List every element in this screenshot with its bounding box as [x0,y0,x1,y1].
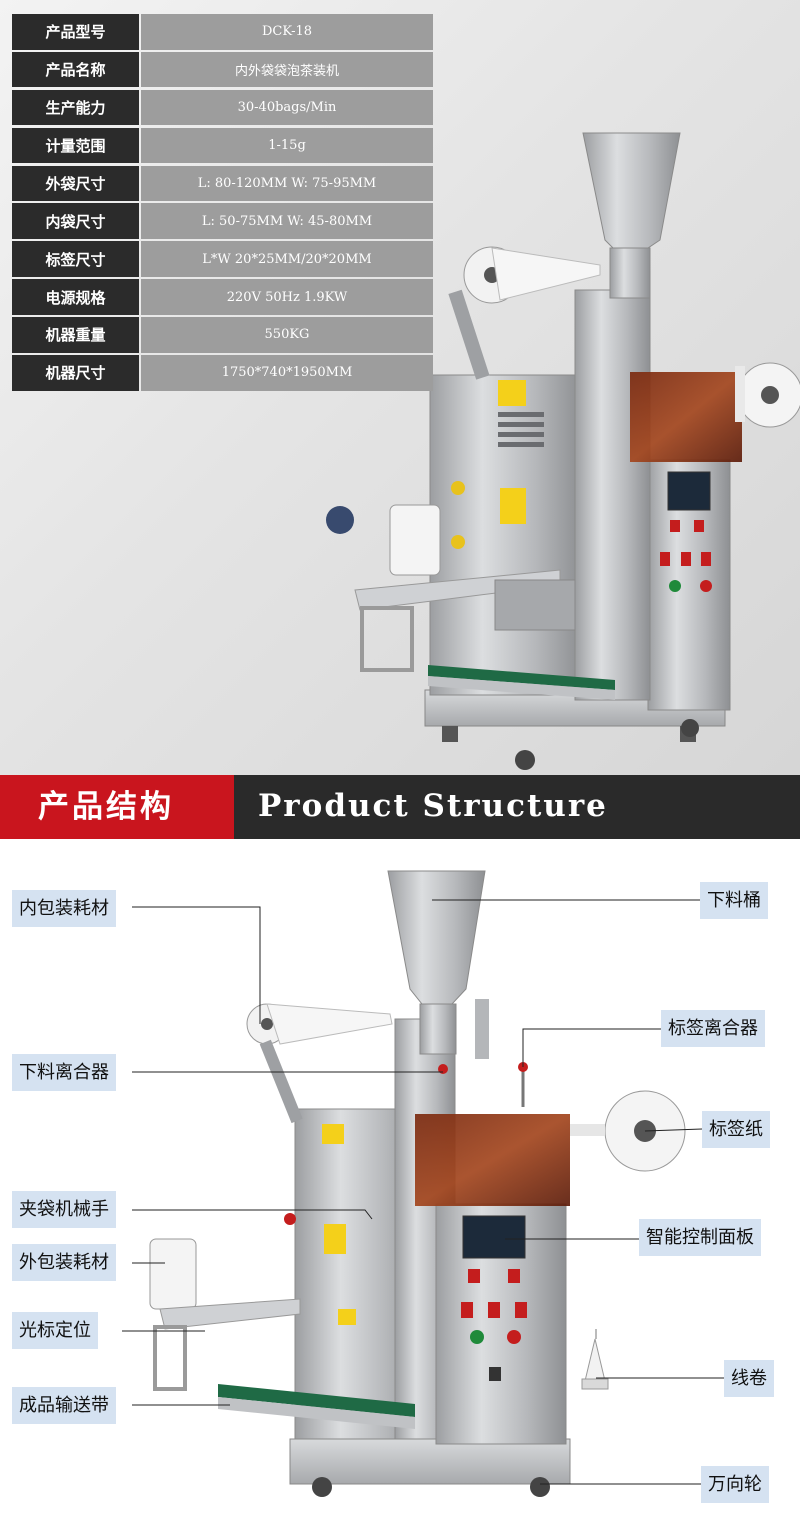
spec-label: 产品名称 [12,51,139,88]
spec-label: 外袋尺寸 [12,165,139,202]
spec-section: 产品型号 DCK-18 产品名称 内外袋袋泡茶装机 生产能力 30-40bags… [0,0,800,775]
guide-frame [153,1325,187,1391]
spec-value: L: 80-120MM W: 75-95MM [141,165,433,202]
caster-wheel-icon [515,750,535,770]
spec-label: 机器重量 [12,317,139,353]
callout-caster: 万向轮 [701,1466,769,1503]
spec-value: 220V 50Hz 1.9KW [141,279,433,315]
section-banner: 产品结构 Product Structure [0,775,800,839]
callout-bag-clamp: 夹袋机械手 [12,1191,116,1228]
start-button [669,580,681,592]
touch-screen [462,1215,526,1259]
outer-film-roll [389,504,441,576]
leader-bag-clamp [132,1209,373,1220]
callout-outer-material: 外包装耗材 [12,1244,116,1281]
spec-value: L*W 20*25MM/20*20MM [141,241,433,277]
stop-button [507,1330,521,1344]
caster-wheel-icon [681,719,699,737]
spec-value: L: 50-75MM W: 45-80MM [141,203,433,240]
hopper-neck [419,1003,457,1055]
leader-label-separator [522,1028,661,1067]
spec-label: 机器尺寸 [12,355,139,391]
hopper [582,132,681,251]
conveyor-belt [218,1384,415,1417]
machine-photo-top [326,132,800,770]
amber-cover [630,372,742,462]
spec-value: DCK-18 [141,14,433,50]
spec-row-label-size: 标签尺寸 L*W 20*25MM/20*20MM [12,241,433,277]
film-web [491,247,601,301]
spec-label: 生产能力 [12,89,139,126]
conveyor-belt [428,665,615,690]
callout-conveyor: 成品输送带 [12,1387,116,1424]
callout-label-separator: 标签离合器 [661,1010,765,1047]
film-web [266,1003,393,1045]
caster-wheel-icon [312,1477,332,1497]
stop-button [700,580,712,592]
machine-leg-left [442,726,458,742]
control-buttons [461,1269,527,1318]
indicator-light [451,535,465,549]
control-buttons [660,520,711,566]
caster-wheel-icon [530,1477,550,1497]
machine-base [289,1438,571,1485]
center-column [574,289,651,701]
leader-inner-material [132,906,261,1024]
spec-label: 计量范围 [12,127,139,164]
spec-row-name: 产品名称 内外袋袋泡茶装机 [12,51,433,88]
spec-row-outer-bag-size: 外袋尺寸 L: 80-120MM W: 75-95MM [12,165,433,202]
warning-label [322,1124,344,1144]
callout-label-paper: 标签纸 [702,1111,770,1148]
key-switch [489,1367,501,1381]
machine-photo-structure [149,870,686,1497]
spec-row-model: 产品型号 DCK-18 [12,14,433,50]
spec-value: 1-15g [141,127,433,164]
spec-table: 产品型号 DCK-18 产品名称 内外袋袋泡茶装机 生产能力 30-40bags… [12,14,433,393]
spec-label: 电源规格 [12,279,139,315]
warning-label [338,1309,356,1325]
warning-label [500,488,526,524]
callout-cursor-position: 光标定位 [12,1312,98,1349]
roll-arm [259,1039,303,1124]
roll-arm [448,289,490,380]
spec-row-inner-bag-size: 内袋尺寸 L: 50-75MM W: 45-80MM [12,203,433,240]
touch-screen [667,471,711,511]
amber-cover [415,1114,570,1206]
spec-value: 550KG [141,317,433,353]
warning-label [324,1224,346,1254]
machine-left-body [429,374,581,696]
callout-thread-roll: 线卷 [724,1360,774,1397]
motor-icon [326,506,354,534]
spec-row-dimensions: 机器尺寸 1750*740*1950MM [12,355,433,391]
outer-arm [159,1298,301,1330]
leader-label-paper [644,1128,703,1132]
spec-row-power: 电源规格 220V 50Hz 1.9KW [12,279,433,315]
spec-row-measuring-range: 计量范围 1-15g [12,127,433,164]
callout-feeding-separator: 下料离合器 [12,1054,116,1091]
indicator-light [451,481,465,495]
callout-lines [122,899,724,1485]
banner-red-block [0,775,234,839]
callout-control-panel: 智能控制面板 [639,1219,761,1256]
vent-grille [498,412,544,447]
spec-value: 1750*740*1950MM [141,355,433,391]
banner-title-cn: 产品结构 [38,789,174,825]
spec-value: 30-40bags/Min [141,89,433,126]
sealing-unit [494,579,576,631]
indicator-light [284,1213,296,1225]
warning-label [498,380,526,406]
spec-value: 内外袋袋泡茶装机 [141,51,433,88]
callout-inner-material: 内包装耗材 [12,890,116,927]
guide-frame [360,606,414,672]
callout-hopper: 下料桶 [700,882,768,919]
start-button [470,1330,484,1344]
spec-label: 产品型号 [12,14,139,50]
spec-label: 标签尺寸 [12,241,139,277]
spec-row-weight: 机器重量 550KG [12,317,433,353]
banner-title-en: Product Structure [258,788,608,824]
spec-row-capacity: 生产能力 30-40bags/Min [12,89,433,126]
hopper-neck [609,247,651,299]
structure-section: 内包装耗材 下料离合器 夹袋机械手 外包装耗材 光标定位 成品输送带 下料桶 标… [0,839,800,1530]
spec-label: 内袋尺寸 [12,203,139,240]
